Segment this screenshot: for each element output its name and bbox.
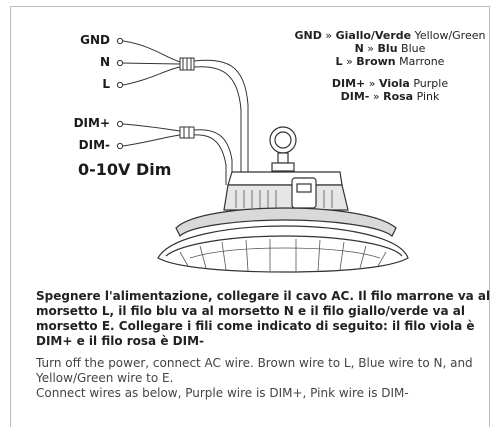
legend-l-it: Brown <box>356 55 396 68</box>
terminal-label-gnd: GND <box>80 33 110 47</box>
terminal-gnd-circle <box>116 37 124 45</box>
instructions-english: Turn off the power, connect AC wire. Bro… <box>36 356 496 401</box>
terminal-label-dim-plus: DIM+ <box>73 116 110 130</box>
legend-dim-plus: DIM+ » Viola Purple <box>286 77 494 90</box>
legend-gnd-term: GND <box>294 29 322 42</box>
legend-n-it: Blu <box>377 42 398 55</box>
legend-dimplus-term: DIM+ <box>331 77 366 90</box>
legend-dimminus-it: Rosa <box>383 90 414 103</box>
legend-l: L » Brown Marrone <box>286 55 494 68</box>
legend-dim-minus: DIM- » Rosa Pink <box>286 90 494 103</box>
legend-gnd-sep: » <box>321 29 336 42</box>
legend-n-sep: » <box>363 42 378 55</box>
terminal-n-circle <box>116 59 124 67</box>
legend-n-term: N <box>354 42 364 55</box>
terminal-l-circle <box>116 81 124 89</box>
legend-l-sep: » <box>342 55 357 68</box>
terminal-label-l: L <box>102 77 110 91</box>
instructions-english-line-1: Turn off the power, connect AC wire. Bro… <box>36 356 473 385</box>
legend-dimplus-en: Purple <box>409 77 449 90</box>
high-bay-lamp <box>157 126 409 273</box>
legend-gnd: GND » Giallo/Verde Yellow/Green <box>286 29 494 42</box>
legend-n: N » Blu Blue <box>286 42 494 55</box>
legend-l-en: Marrone <box>395 55 445 68</box>
legend-dimminus-sep: » <box>369 90 384 103</box>
legend-n-en: Blue <box>397 42 426 55</box>
wire-color-legend: GND » Giallo/Verde Yellow/Green N » Blu … <box>286 29 494 103</box>
dim-wires <box>122 123 233 185</box>
legend-gnd-it: Giallo/Verde <box>335 29 412 42</box>
content-frame <box>10 6 490 427</box>
wiring-diagram <box>116 37 409 273</box>
terminal-label-n: N <box>99 55 110 69</box>
instructions-english-line-2: Connect wires as below, Purple wire is D… <box>36 386 409 400</box>
terminal-label-dim-minus: DIM- <box>78 138 110 152</box>
instructions-italian: Spegnere l'alimentazione, collegare il c… <box>36 289 491 348</box>
terminal-dimplus-circle <box>116 120 124 128</box>
legend-dimminus-term: DIM- <box>340 90 370 103</box>
legend-l-term: L <box>335 55 343 68</box>
legend-dimminus-en: Pink <box>413 90 440 103</box>
legend-gnd-en: Yellow/Green <box>411 29 486 42</box>
legend-dimplus-it: Viola <box>379 77 410 90</box>
legend-dimplus-sep: » <box>365 77 380 90</box>
dim-control-label: 0-10V Dim <box>78 160 172 179</box>
ac-wires <box>122 40 249 185</box>
terminal-dimminus-circle <box>116 142 124 150</box>
